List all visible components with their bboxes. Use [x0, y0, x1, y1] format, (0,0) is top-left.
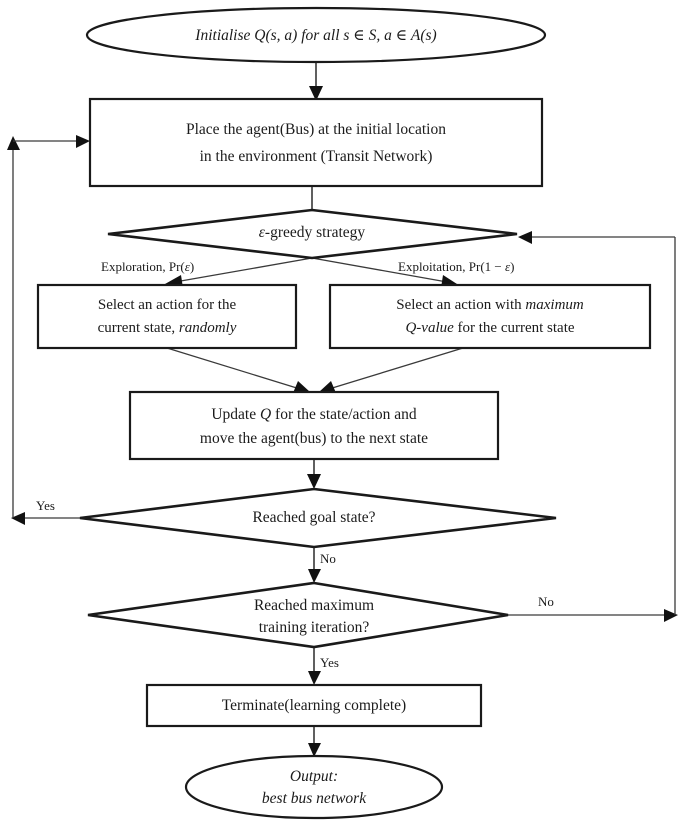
svg-text:Q-value for the current state: Q-value for the current state — [405, 320, 574, 336]
edge-select-max-to-update — [319, 347, 464, 393]
svg-text:Place the agent(Bus) at the in: Place the agent(Bus) at the initial loca… — [186, 121, 446, 138]
edge-goal-no-to-iteration — [308, 547, 321, 583]
svg-text:in the environment (Transit Ne: in the environment (Transit Network) — [200, 148, 433, 165]
select-random-line2-plain: current state, — [98, 320, 179, 336]
select-max-line1-italic: maximum — [525, 297, 583, 313]
edge-label-exploitation: Exploitation, Pr(1 − ε) — [398, 259, 514, 274]
node-greedy-diamond[interactable]: ε-greedy strategy — [107, 208, 518, 260]
exploration-suffix: ) — [190, 259, 194, 274]
node-select-random-box[interactable]: Select an action for the current state, … — [36, 283, 298, 350]
select-random-line1: Select an action for the — [98, 297, 237, 313]
edge-update-to-goal-check — [307, 459, 321, 489]
iteration-check-line1: Reached maximum — [254, 597, 374, 614]
svg-text:ε-greedy strategy: ε-greedy strategy — [259, 224, 366, 241]
node-goal-check-diamond[interactable]: Reached goal state? — [79, 487, 557, 549]
output-line2: best bus network — [262, 790, 367, 807]
iteration-check-line2: training iteration? — [259, 619, 370, 636]
exploration-prefix: Exploration, Pr( — [101, 259, 185, 274]
update-line1-q: Q — [260, 406, 271, 423]
start-text: Initialise Q(s, a) for all s ∈ S, a ∈ A(… — [194, 27, 436, 44]
svg-text:Reached goal state?: Reached goal state? — [252, 509, 375, 526]
node-select-max-box[interactable]: Select an action with maximum Q-value fo… — [328, 283, 652, 350]
edge-goal-yes-loop — [7, 135, 122, 525]
edge-label-goal-yes: Yes — [36, 498, 55, 513]
edge-label-exploration: Exploration, Pr(ε) — [101, 259, 194, 274]
place-agent-line1: Place the agent(Bus) at the initial loca… — [186, 121, 446, 138]
update-line1-a: Update — [211, 406, 260, 423]
svg-text:training iteration?: training iteration? — [259, 619, 370, 636]
update-line1-b: for the state/action and — [271, 406, 417, 423]
node-update-q-box[interactable]: Update Q for the state/action and move t… — [128, 390, 500, 461]
node-terminate-box[interactable]: Terminate(learning complete) — [145, 683, 483, 728]
node-iteration-check-diamond[interactable]: Reached maximum training iteration? — [87, 581, 509, 649]
select-max-line2-italic: Q-value — [405, 320, 454, 336]
svg-text:best bus network: best bus network — [262, 790, 367, 807]
node-start-ellipse[interactable]: Initialise Q(s, a) for all s ∈ S, a ∈ A(… — [85, 6, 547, 64]
select-max-line2-plain: for the current state — [454, 320, 575, 336]
terminate-text: Terminate(learning complete) — [222, 697, 406, 714]
edge-select-random-to-update — [166, 347, 310, 393]
output-line1: Output: — [290, 768, 338, 785]
exploration-symbol: ε — [185, 259, 191, 274]
greedy-label: -greedy strategy — [265, 224, 366, 241]
svg-text:Initialise Q(s, a) for all s ∈: Initialise Q(s, a) for all s ∈ S, a ∈ A(… — [194, 27, 436, 44]
edge-iteration-no-loop — [508, 231, 678, 622]
svg-text:current state, randomly: current state, randomly — [98, 320, 237, 336]
svg-text:Terminate(learning complete): Terminate(learning complete) — [222, 697, 406, 714]
svg-text:move the agent(bus) to the nex: move the agent(bus) to the next state — [200, 430, 428, 447]
update-line2: move the agent(bus) to the next state — [200, 430, 428, 447]
select-random-line2-italic: randomly — [179, 320, 237, 336]
svg-text:Select an action with maximum: Select an action with maximum — [396, 297, 584, 313]
exploitation-suffix: ) — [510, 259, 514, 274]
svg-text:Update Q for the state/action: Update Q for the state/action and — [211, 406, 417, 423]
svg-text:Output:: Output: — [290, 768, 338, 785]
select-max-line1-plain: Select an action with — [396, 297, 525, 313]
svg-text:Reached maximum: Reached maximum — [254, 597, 374, 614]
svg-text:Select an action for the: Select an action for the — [98, 297, 237, 313]
node-place-agent-box[interactable]: Place the agent(Bus) at the initial loca… — [88, 97, 544, 188]
greedy-epsilon: ε — [259, 224, 266, 241]
edge-label-goal-no: No — [320, 551, 336, 566]
place-agent-line2: in the environment (Transit Network) — [200, 148, 433, 165]
goal-check-text: Reached goal state? — [252, 509, 375, 526]
exploitation-prefix: Exploitation, Pr(1 − — [398, 259, 505, 274]
edge-label-iteration-no: No — [538, 594, 554, 609]
edge-start-to-place-agent — [309, 62, 323, 101]
node-output-ellipse[interactable]: Output: best bus network — [184, 754, 444, 820]
edge-iteration-yes-to-terminate — [308, 645, 321, 685]
edge-label-iteration-yes: Yes — [320, 655, 339, 670]
edge-terminate-to-output — [308, 726, 321, 757]
exploitation-symbol: ε — [505, 259, 511, 274]
